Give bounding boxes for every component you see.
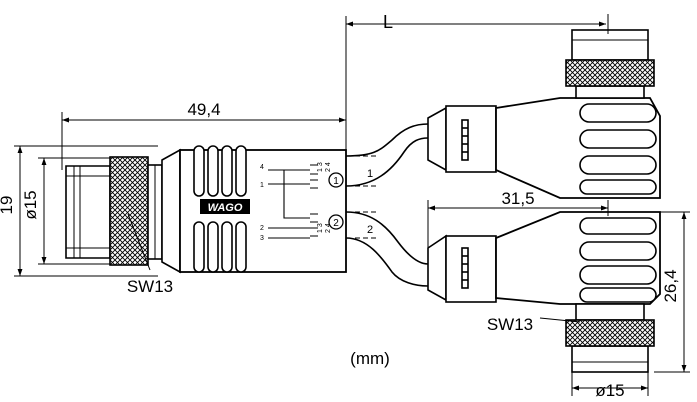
cable-strain-relief-2 [427,234,497,303]
pin-label-top-1: 1 [260,182,264,189]
wiring-schematic [268,164,318,239]
pin-label-bottom-13: 1 3 [317,223,324,233]
wago-logo: WAGO [208,202,243,214]
angle-housing-2-grips [579,217,657,303]
dimension-lines [14,14,690,396]
female-coupling-nut-2 [565,319,655,347]
female-coupling-nut-1 [565,59,655,87]
pin-label-top-24: 2 4 [325,162,332,172]
dimension-dia-15-bottom: ø15 [595,381,624,400]
cable-2 [345,211,429,287]
male-nut-collar [147,148,181,274]
dimension-31-5: 31,5 [501,189,534,208]
male-coupling-nut [109,156,149,266]
dimension-49-4: 49,4 [187,100,220,119]
channel-1-marker [328,172,344,188]
channel-2-marker [328,214,344,230]
wrench-size-left: SW13 [127,277,173,296]
body-grip-fins [193,145,247,273]
cable-1 [345,123,429,187]
cable-strain-relief-1 [427,105,497,173]
wago-logo-plate [200,199,250,214]
cable-1-label: 1 [367,168,373,180]
wrench-size-right: SW13 [487,315,533,334]
unit-label: (mm) [350,349,390,368]
female-connector-2 [571,303,649,373]
dimension-dia-15-left: ø15 [21,190,40,219]
dimension-19: 19 [0,196,16,215]
female-connector-1 [571,29,649,99]
pin-label-bottom-3: 3 [260,235,264,242]
pin-label-top-4: 4 [260,164,264,171]
dimension-l: L [383,12,393,32]
pin-label-bottom-2: 2 [260,225,264,232]
angle-housing-1-grips [579,103,657,195]
male-connector [65,165,111,259]
cable-2-label: 2 [367,224,373,236]
pin-label-top-13: 1 3 [317,162,324,172]
channel-1-marker-label: 1 [333,176,339,187]
pin-label-bottom-24: 2 4 [325,223,332,233]
dimension-26-4: 26,4 [661,269,680,302]
channel-2-marker-label: 2 [333,218,339,229]
